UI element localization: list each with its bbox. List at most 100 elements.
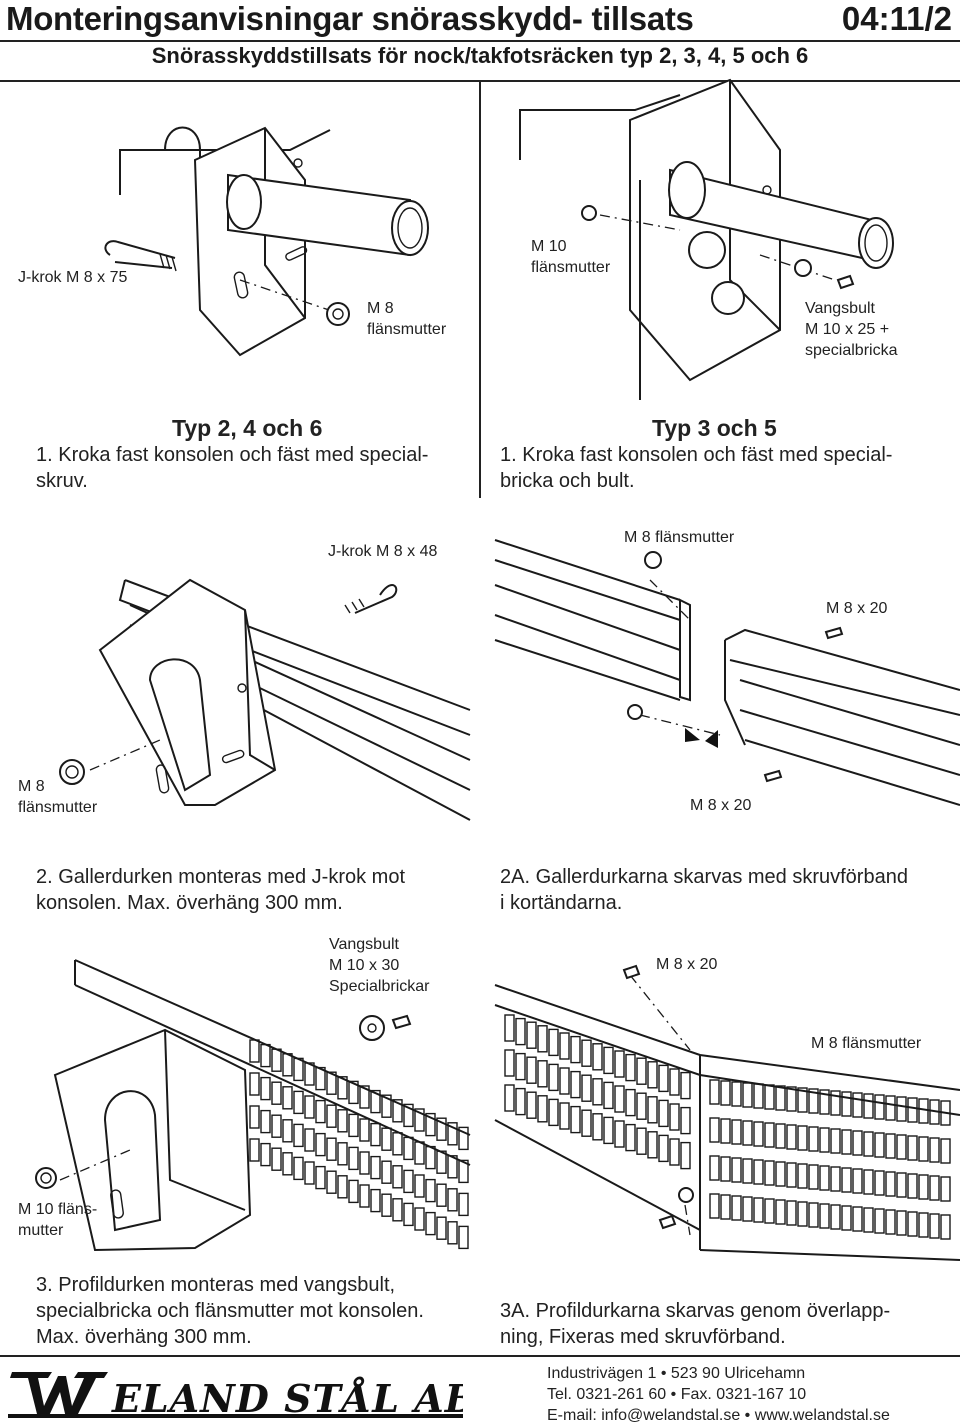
grating-slot — [841, 1129, 852, 1155]
grating-slot — [436, 1183, 447, 1207]
grating-slot — [381, 1160, 392, 1184]
grating-slot — [731, 1119, 742, 1145]
grating-slot — [526, 1056, 537, 1084]
grating-slot — [425, 1211, 436, 1236]
subtitle-divider — [0, 80, 960, 82]
grating-slot — [592, 1113, 603, 1141]
grating-slot — [603, 1081, 614, 1110]
grating-slot — [896, 1096, 907, 1122]
grating-slot — [614, 1120, 625, 1148]
grating-slot — [709, 1155, 720, 1181]
grating-slot — [337, 1175, 348, 1199]
caption-step1-right-line1: 1. Kroka fast konsolen och fäst med spec… — [500, 444, 893, 466]
grating-slot — [293, 1090, 304, 1115]
grating-slot — [271, 1114, 282, 1138]
grating-slot — [647, 1096, 658, 1124]
grating-slot — [786, 1086, 797, 1112]
grating-slot — [885, 1133, 896, 1159]
grating-slot — [348, 1080, 359, 1105]
grating-slot — [907, 1097, 918, 1123]
grating-slot — [326, 1137, 337, 1161]
label-vangsbult30-line2: M 10 x 30 — [329, 957, 400, 974]
grating-slot — [249, 1138, 260, 1162]
grating-slot — [337, 1142, 348, 1166]
grating-slot — [293, 1057, 304, 1082]
grating-slot — [370, 1188, 381, 1213]
label-m8-flansmutter-step3: M 8 flänsmutter — [811, 1035, 922, 1052]
grating-slot — [526, 1091, 537, 1119]
grating-slot — [326, 1104, 337, 1128]
grating-slot — [436, 1117, 447, 1141]
illustration-step3-right — [494, 964, 960, 1261]
grating-slot — [896, 1134, 907, 1160]
grating-slot — [337, 1076, 348, 1100]
grating-slot — [315, 1099, 326, 1124]
grating-slot — [753, 1121, 764, 1147]
grating-slot — [625, 1053, 636, 1082]
grating-slot — [775, 1199, 786, 1225]
grating-slot — [293, 1156, 304, 1181]
grating-slot — [304, 1128, 315, 1152]
grating-slot — [720, 1194, 731, 1220]
grating-slot — [370, 1155, 381, 1180]
contact-address: Industrivägen 1 • 523 90 Ulricehamn — [547, 1365, 806, 1382]
caption-step1-right-line2: bricka och bult. — [500, 470, 635, 492]
grating-slot — [709, 1193, 720, 1219]
grating-slot — [559, 1102, 570, 1130]
grating-slot — [282, 1119, 293, 1143]
grating-slot — [669, 1068, 680, 1096]
grating-slot — [504, 1084, 515, 1112]
grating-slot — [603, 1046, 614, 1075]
grating-slot — [425, 1112, 436, 1137]
grating-slot — [764, 1160, 775, 1186]
label-m10-nut3-line1: M 10 fläns- — [18, 1201, 98, 1218]
grating-slot — [282, 1086, 293, 1110]
grating-slot — [731, 1195, 742, 1221]
grating-slot — [348, 1146, 359, 1171]
grating-slot — [548, 1098, 559, 1127]
grating-slot — [515, 1087, 526, 1116]
grating-slot — [570, 1105, 581, 1134]
grating-slot — [403, 1103, 414, 1128]
label-m8-nut2-line1: M 8 — [18, 778, 45, 795]
grating-slot — [515, 1017, 526, 1046]
grating-slot — [852, 1206, 863, 1232]
illustration-step1-left — [104, 126, 429, 357]
illustration-step1-right — [519, 78, 894, 400]
grating-slot — [537, 1095, 548, 1123]
grating-slot — [929, 1099, 940, 1125]
grating-slot — [315, 1132, 326, 1157]
grating-slot — [658, 1099, 669, 1128]
grating-slot — [326, 1170, 337, 1194]
grating-slot — [797, 1163, 808, 1189]
contact-block: Industrivägen 1 • 523 90 Ulricehamn Tel.… — [547, 1363, 890, 1426]
caption-step3-right-line2: ning, Fixeras med skruvförband. — [500, 1326, 786, 1348]
grating-slot — [504, 1014, 515, 1042]
grating-slot — [458, 1159, 469, 1184]
grating-slot — [863, 1131, 874, 1157]
grating-slot — [260, 1142, 271, 1167]
grating-slot — [819, 1203, 830, 1229]
title-divider — [0, 40, 960, 42]
caption-step2-right-line1: 2A. Gallerdurkarna skarvas med skruvförb… — [500, 866, 908, 888]
grating-slot — [907, 1173, 918, 1199]
grating-slot — [680, 1071, 691, 1100]
grating-slot — [647, 1061, 658, 1089]
grating-slot — [753, 1197, 764, 1223]
grating-slot — [304, 1062, 315, 1086]
grating-slot — [720, 1118, 731, 1144]
grating-slot — [874, 1170, 885, 1196]
grating-slot — [841, 1205, 852, 1231]
heading-typ-35: Typ 3 och 5 — [652, 415, 777, 441]
grating-slot — [918, 1212, 929, 1238]
grating-slot — [775, 1123, 786, 1149]
label-m10-nut-line1: M 10 — [531, 238, 567, 255]
grating-slot — [742, 1120, 753, 1146]
grating-slot — [658, 1134, 669, 1163]
grating-slot — [348, 1179, 359, 1204]
caption-step2-left-line1: 2. Gallerdurken monteras med J-krok mot — [36, 866, 406, 888]
grating-slot — [458, 1192, 469, 1217]
grating-slot — [458, 1126, 469, 1151]
grating-slot — [863, 1169, 874, 1195]
grating-slot — [403, 1169, 414, 1194]
